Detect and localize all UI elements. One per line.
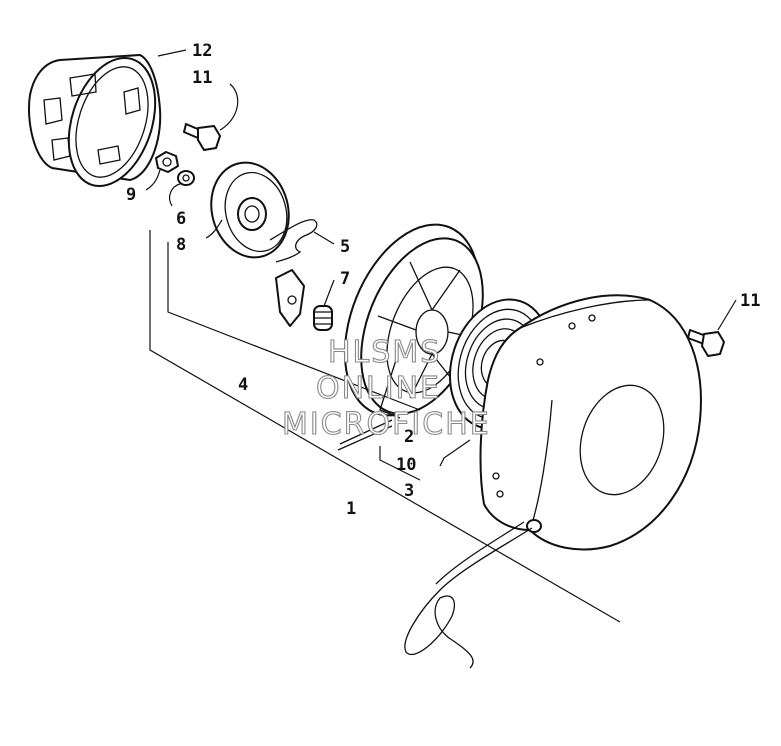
callout-11-top: 11: [192, 68, 212, 88]
starter-rope: [404, 521, 533, 669]
part-pawl-spring: [313, 305, 333, 331]
callout-3: 3: [404, 481, 414, 501]
part-nut: [155, 151, 179, 173]
part-rope-stub: [337, 419, 393, 451]
part-starter-cup: [28, 54, 162, 187]
part-bolt-top: [183, 123, 221, 151]
part-ratchet-plate: [210, 161, 290, 259]
part-bolt-right: [687, 329, 725, 357]
part-spring-clip: [269, 219, 318, 263]
callout-8: 8: [176, 235, 186, 255]
callout-10: 10: [396, 455, 416, 475]
callout-2: 2: [404, 427, 414, 447]
callout-4: 4: [238, 375, 248, 395]
callout-12: 12: [192, 41, 212, 61]
leader-lines: [145, 49, 737, 623]
callout-1: 1: [346, 499, 356, 519]
part-pawl: [275, 269, 305, 327]
part-washer: [177, 170, 195, 186]
watermark-line-2: ONLINE: [316, 371, 441, 406]
callout-9: 9: [126, 185, 136, 205]
watermark: HLSMS ONLINE MICROFICHE: [281, 334, 491, 442]
part-starter-housing: [479, 294, 702, 551]
callout-labels: 12 11 9 6 8 5 7 4 2 10 3 1 11: [126, 41, 760, 519]
watermark-line-1: HLSMS: [328, 335, 441, 370]
callout-5: 5: [340, 237, 350, 257]
callout-11-right: 11: [740, 291, 760, 311]
callout-6: 6: [176, 209, 186, 229]
watermark-line-3: MICROFICHE: [282, 407, 491, 442]
callout-7: 7: [340, 269, 350, 289]
